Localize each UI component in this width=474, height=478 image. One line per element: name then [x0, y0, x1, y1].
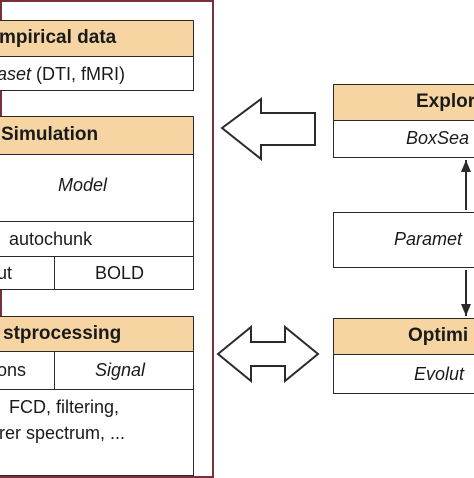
autochunk-label: autochunk [9, 229, 93, 249]
dataset-modalities: (DTI, fMRI) [31, 64, 126, 84]
model-label: Model [57, 175, 107, 195]
exploration-box: Explor BoxSea [333, 84, 474, 158]
arrowhead-down-icon [461, 304, 471, 316]
boxsearch-label: BoxSea [406, 128, 470, 148]
evolution-label: Evolut [414, 364, 465, 384]
optimization-box: Optimi Evolut [333, 318, 474, 394]
simulation-title: Simulation [1, 124, 99, 145]
parameter-label: Paramet [394, 229, 463, 249]
postprocessing-box: stprocessing ons Signal FCD, filtering, … [0, 316, 194, 476]
simulation-divider-1 [0, 221, 193, 222]
signal-label: Signal [95, 360, 146, 380]
optimization-header: Optimi [334, 319, 474, 355]
dataset-label: aset (DTI, fMRI) [0, 59, 125, 89]
postprocessing-title: stprocessing [3, 323, 122, 344]
simulation-divider-2 [0, 256, 193, 257]
analysis-line-2: rer spectrum, ... [0, 423, 126, 443]
left-block-arrow [220, 97, 316, 162]
postprocessing-header: stprocessing [0, 317, 193, 352]
empirical-data-header: mpirical data [0, 21, 193, 57]
postprocessing-divider [0, 389, 193, 390]
simulation-header: Simulation [0, 117, 193, 155]
double-block-arrow [216, 324, 320, 384]
empirical-data-title: mpirical data [0, 27, 117, 48]
dataset-italic: aset [0, 64, 32, 84]
connections-label: ons [0, 360, 27, 380]
exploration-title: Explor [416, 91, 474, 112]
exploration-header: Explor [334, 85, 474, 121]
optimization-title: Optimi [408, 325, 469, 346]
output-label: ut [0, 263, 13, 283]
arrowhead-up-icon [461, 160, 471, 172]
bold-label: BOLD [95, 263, 145, 283]
simulation-output-divider [54, 256, 55, 289]
empirical-data-box: mpirical data aset (DTI, fMRI) [0, 20, 194, 91]
simulation-box: Simulation Model autochunk ut BOLD [0, 116, 194, 290]
analysis-line-1: FCD, filtering, [9, 397, 120, 417]
parameter-box: Paramet [333, 212, 474, 268]
postprocessing-divider-v [54, 352, 55, 389]
